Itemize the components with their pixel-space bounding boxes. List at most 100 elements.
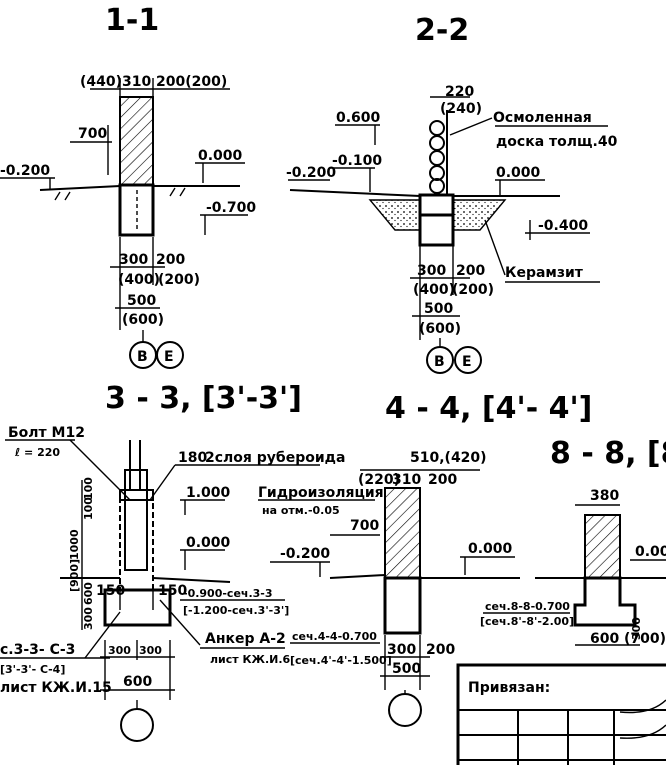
dim-label: (200): [158, 272, 200, 288]
note-label: Гидроизоляция: [258, 485, 384, 501]
stamp-label: Привязан:: [468, 680, 550, 696]
dim-label: (600): [122, 312, 164, 328]
title-block-stamp: Привязан:: [456, 663, 666, 765]
dim-label: 600: [590, 631, 619, 647]
section-3-3: 3 - 3, [3'-3'] Болт М12 ℓ = 220 180 2сло…: [0, 381, 345, 742]
dim-label: 500: [424, 301, 453, 317]
note-label: Керамзит: [505, 265, 584, 281]
elevation-label: 0.000: [496, 165, 541, 181]
dim-label: (400): [413, 282, 455, 298]
elevation-label: -0.400: [538, 218, 588, 234]
note-label: 2слоя рубероида: [205, 450, 345, 466]
note-label: доска толщ.40: [496, 134, 618, 150]
elevation-label: -0.200: [286, 165, 336, 181]
note-label: на отм.-0.05: [262, 504, 340, 517]
dim-label: 200: [426, 642, 455, 658]
note-label: Осмоленная: [493, 110, 592, 126]
note-label: лист КЖ.И.15: [0, 680, 112, 696]
keramzit-fill: [368, 199, 421, 231]
dim-label: 600: [82, 582, 95, 605]
dim-label: (220): [358, 472, 400, 488]
note-label: лист КЖ.И.6: [210, 653, 291, 666]
dim-label: (400): [118, 272, 160, 288]
axis-marker: [120, 708, 154, 742]
dim-label: 100: [82, 497, 95, 520]
section-title: 4 - 4, [4'- 4']: [385, 391, 592, 426]
section-8-8: 8 - 8, [8'-8'] 380 0.00 сеч.8-8-0.700 [с…: [480, 436, 666, 647]
note-label: с.3-3- С-3: [0, 642, 75, 658]
note-label: ℓ = 220: [14, 446, 60, 459]
dim-label: 150: [96, 583, 125, 599]
elevation-label: -0.100: [332, 153, 382, 169]
dim-label: 300: [119, 252, 148, 268]
dim-label: 1000: [68, 529, 81, 560]
axis-marker: [388, 693, 422, 727]
axis-marker: [156, 341, 184, 369]
elevation-label: 0.000: [186, 535, 231, 551]
footing: [103, 588, 172, 627]
axis-marker: [426, 346, 454, 374]
foundation-block: [418, 213, 455, 247]
dim-label: 200(200): [156, 74, 227, 90]
axis-marker: [454, 346, 482, 374]
foundation-block: [383, 576, 422, 635]
elevation-label: [-1.200-сеч.3'-3']: [183, 604, 289, 617]
section-title: 3 - 3, [3'-3']: [105, 381, 302, 416]
dim-label: 150: [158, 583, 187, 599]
axis-label: Е: [164, 349, 174, 365]
axis-label: В: [137, 349, 148, 365]
dim-label: 100: [82, 477, 95, 500]
dim-label: (200): [452, 282, 494, 298]
dim-label: [900]: [68, 559, 81, 592]
wall: [119, 96, 154, 186]
dim-label: 300: [139, 644, 162, 657]
elevation-label: 0.600: [336, 110, 381, 126]
dim-label: 600: [123, 674, 152, 690]
dim-label: 180: [178, 450, 207, 466]
elevation-label: -0.900-сеч.3-3: [183, 587, 273, 600]
section-1-1: 1-1 (440) 310 200(200) 700 0.000 -0.200 …: [0, 3, 256, 369]
foundation-block: [573, 576, 637, 627]
elevation-label: [сеч.8'-8'-2.00]: [480, 615, 574, 628]
dim-label: (240): [440, 101, 482, 117]
svg-text:Е: Е: [462, 354, 472, 370]
elevation-label: -0.200: [280, 546, 330, 562]
elevation-label: сеч.8-8-0.700: [485, 600, 570, 613]
dim-label: 500: [127, 293, 156, 309]
elevation-label: сеч.4-4-0.700: [292, 630, 377, 643]
dim-label: (600): [419, 321, 461, 337]
dim-label: 510,(420): [410, 450, 487, 466]
section-2-2: 2-2 220 (240) 0.600 -0.100 0.000 -0.200 …: [286, 13, 618, 374]
elevation-label: 0.000: [468, 541, 513, 557]
elevation-label: 0.00: [635, 544, 666, 560]
dim-label: 300: [108, 644, 131, 657]
dim-label: 200: [156, 252, 185, 268]
column: [124, 469, 148, 571]
dim-label: 700: [78, 126, 107, 142]
wall: [384, 487, 421, 579]
dim-label: 310: [392, 472, 421, 488]
elevation-label: [сеч.4'-4'-1.500]: [290, 654, 392, 667]
dim-label: 300: [82, 607, 95, 630]
note-label: Болт М12: [8, 425, 85, 441]
section-4-4: 4 - 4, [4'- 4'] 510,(420) (220) 310 200 …: [258, 391, 592, 727]
elevation-label: -0.700: [206, 200, 256, 216]
section-title: 8 - 8, [8'-8']: [550, 436, 666, 471]
elevation-label: 1.000: [186, 485, 231, 501]
wall: [584, 514, 621, 579]
svg-text:В: В: [434, 354, 445, 370]
dim-label: 300: [387, 642, 416, 658]
dim-label: 310: [122, 74, 151, 90]
dim-label: 220: [445, 84, 474, 100]
note-label: [3'-3'- С-4]: [0, 663, 65, 676]
note-label: Анкер А-2: [205, 631, 286, 647]
section-title: 2-2: [415, 13, 469, 48]
elevation-label: -0.200: [0, 163, 50, 179]
dim-label: (440): [80, 74, 122, 90]
dim-label: 500: [392, 661, 421, 677]
dim-label: 200: [456, 263, 485, 279]
foundation-block: [118, 183, 155, 237]
dim-label: 700: [350, 518, 379, 534]
dim-label: 200: [428, 472, 457, 488]
